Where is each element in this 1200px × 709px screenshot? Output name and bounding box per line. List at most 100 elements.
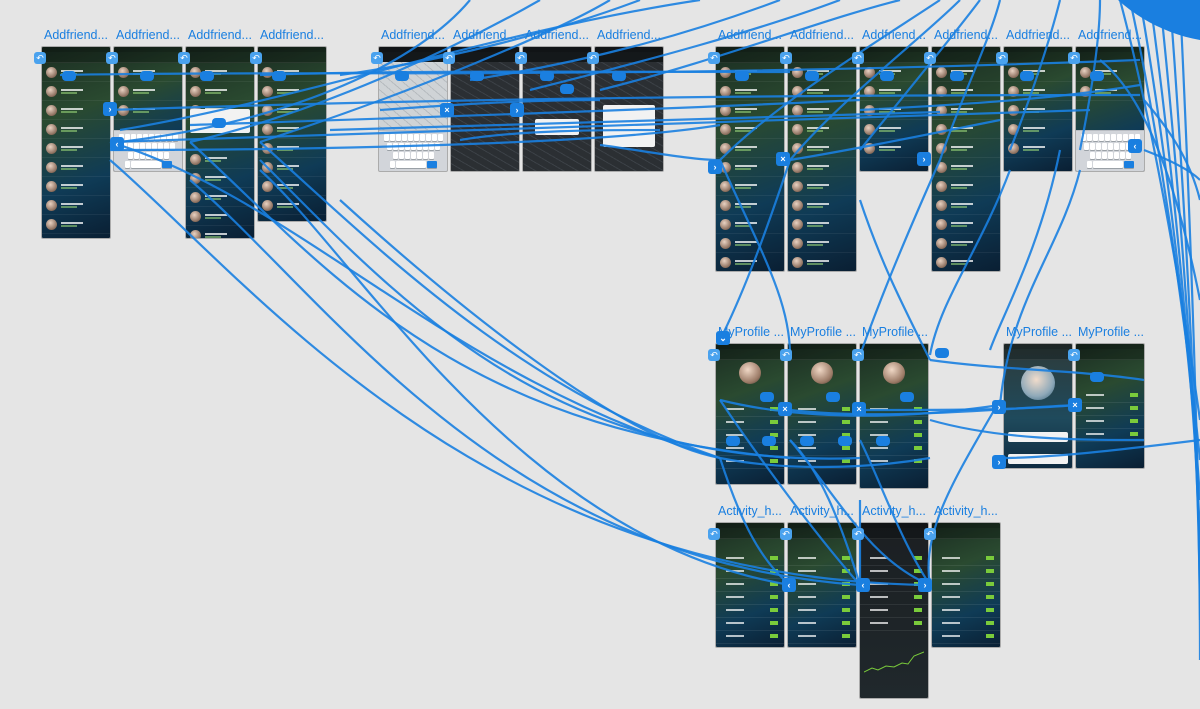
back-arrow-icon[interactable]: ↶ <box>852 349 864 361</box>
artboard-addfriend-list[interactable] <box>932 47 1000 271</box>
hotspot[interactable] <box>140 71 154 81</box>
hotspot[interactable] <box>880 71 894 81</box>
artboard-addfriend-list[interactable] <box>1004 47 1072 171</box>
hotspot[interactable] <box>826 392 840 402</box>
close-x-icon[interactable]: × <box>852 402 866 416</box>
chevron-right-icon[interactable]: › <box>510 103 524 117</box>
artboard-addfriend-list[interactable] <box>716 47 784 271</box>
hotspot[interactable] <box>540 71 554 81</box>
hotspot[interactable] <box>272 71 286 81</box>
artboard-label[interactable]: Addfriend... <box>525 28 589 42</box>
back-arrow-icon[interactable]: ↶ <box>708 528 720 540</box>
close-x-icon[interactable]: × <box>776 152 790 166</box>
chevron-right-icon[interactable]: › <box>708 160 722 174</box>
artboard-addfriend-map[interactable] <box>451 47 519 171</box>
chevron-right-icon[interactable]: › <box>992 400 1006 414</box>
artboard-label[interactable]: Addfriend... <box>934 28 998 42</box>
artboard-activity-history[interactable] <box>932 523 1000 647</box>
keyboard[interactable] <box>379 130 447 171</box>
chevron-right-icon[interactable]: › <box>992 455 1006 469</box>
artboard-addfriend-list[interactable] <box>788 47 856 271</box>
keyboard[interactable] <box>114 130 182 171</box>
back-arrow-icon[interactable]: ↶ <box>780 528 792 540</box>
artboard-label[interactable]: MyProfile ... <box>862 325 928 339</box>
artboard-label[interactable]: MyProfile ... <box>790 325 856 339</box>
artboard-myprofile-edit[interactable] <box>1076 344 1144 468</box>
hotspot[interactable] <box>950 71 964 81</box>
artboard-addfriend-popup[interactable] <box>186 47 254 238</box>
back-arrow-icon[interactable]: ↶ <box>178 52 190 64</box>
back-arrow-icon[interactable]: ↶ <box>587 52 599 64</box>
artboard-label[interactable]: Addfriend... <box>44 28 108 42</box>
artboard-activity-chart[interactable] <box>860 523 928 698</box>
artboard-addfriend-map-card[interactable] <box>595 47 663 171</box>
hotspot[interactable] <box>212 118 226 128</box>
artboard-label[interactable]: Activity_h... <box>718 504 782 518</box>
back-arrow-icon[interactable]: ↶ <box>924 528 936 540</box>
chevron-right-icon[interactable]: › <box>103 102 117 116</box>
close-x-icon[interactable]: × <box>1068 398 1082 412</box>
action-sheet-option[interactable] <box>1008 432 1068 442</box>
back-arrow-icon[interactable]: ↶ <box>34 52 46 64</box>
chevron-left-icon[interactable]: ‹ <box>1128 139 1142 153</box>
hotspot[interactable] <box>1090 71 1104 81</box>
artboard-label[interactable]: Addfriend... <box>1006 28 1070 42</box>
hotspot[interactable] <box>560 84 574 94</box>
action-sheet-cancel[interactable] <box>1008 454 1068 464</box>
artboard-label[interactable]: Addfriend... <box>188 28 252 42</box>
hotspot[interactable] <box>900 392 914 402</box>
artboard-myprofile[interactable] <box>860 344 928 488</box>
chevron-left-icon[interactable]: ‹ <box>110 137 124 151</box>
artboard-label[interactable]: Addfriend... <box>116 28 180 42</box>
artboard-activity-history[interactable] <box>716 523 784 647</box>
artboard-label[interactable]: Activity_h... <box>934 504 998 518</box>
artboard-label[interactable]: Addfriend... <box>790 28 854 42</box>
artboard-label[interactable]: Addfriend... <box>597 28 661 42</box>
artboard-label[interactable]: Addfriend... <box>260 28 324 42</box>
chevron-down-icon[interactable]: ⌄ <box>716 331 730 345</box>
back-arrow-icon[interactable]: ↶ <box>1068 52 1080 64</box>
back-arrow-icon[interactable]: ↶ <box>852 52 864 64</box>
back-arrow-icon[interactable]: ↶ <box>780 52 792 64</box>
back-arrow-icon[interactable]: ↶ <box>852 528 864 540</box>
hotspot[interactable] <box>876 436 890 446</box>
chevron-right-icon[interactable]: › <box>917 152 931 166</box>
artboard-label[interactable]: Activity_h... <box>790 504 854 518</box>
back-arrow-icon[interactable]: ↶ <box>708 52 720 64</box>
artboard-activity-history[interactable] <box>788 523 856 647</box>
hotspot[interactable] <box>805 71 819 81</box>
artboard-label[interactable]: Activity_h... <box>862 504 926 518</box>
artboard-label[interactable]: MyProfile ... <box>1006 325 1072 339</box>
artboard-label[interactable]: Addfriend... <box>1078 28 1142 42</box>
hotspot[interactable] <box>395 71 409 81</box>
close-x-icon[interactable]: × <box>440 103 454 117</box>
artboard-addfriend-keyboard[interactable] <box>114 47 182 171</box>
back-arrow-icon[interactable]: ↶ <box>250 52 262 64</box>
hotspot[interactable] <box>760 392 774 402</box>
artboard-myprofile[interactable] <box>716 344 784 484</box>
hotspot[interactable] <box>838 436 852 446</box>
hotspot[interactable] <box>726 436 740 446</box>
hotspot[interactable] <box>470 71 484 81</box>
artboard-myprofile-photo[interactable] <box>1004 344 1072 468</box>
hotspot[interactable] <box>800 436 814 446</box>
back-arrow-icon[interactable]: ↶ <box>708 349 720 361</box>
hotspot[interactable] <box>1020 71 1034 81</box>
back-arrow-icon[interactable]: ↶ <box>371 52 383 64</box>
chevron-right-icon[interactable]: › <box>918 578 932 592</box>
artboard-addfriend-map-popup[interactable] <box>523 47 591 171</box>
artboard-label[interactable]: Addfriend... <box>453 28 517 42</box>
back-arrow-icon[interactable]: ↶ <box>996 52 1008 64</box>
back-arrow-icon[interactable]: ↶ <box>443 52 455 64</box>
hotspot[interactable] <box>612 71 626 81</box>
hotspot[interactable] <box>200 71 214 81</box>
back-arrow-icon[interactable]: ↶ <box>924 52 936 64</box>
back-arrow-icon[interactable]: ↶ <box>106 52 118 64</box>
hotspot[interactable] <box>762 436 776 446</box>
artboard-addfriend-map-keyboard[interactable] <box>379 47 447 171</box>
back-arrow-icon[interactable]: ↶ <box>780 349 792 361</box>
back-arrow-icon[interactable]: ↶ <box>515 52 527 64</box>
artboard-label[interactable]: Addfriend... <box>862 28 926 42</box>
hotspot[interactable] <box>735 71 749 81</box>
artboard-addfriend-list[interactable] <box>258 47 326 221</box>
